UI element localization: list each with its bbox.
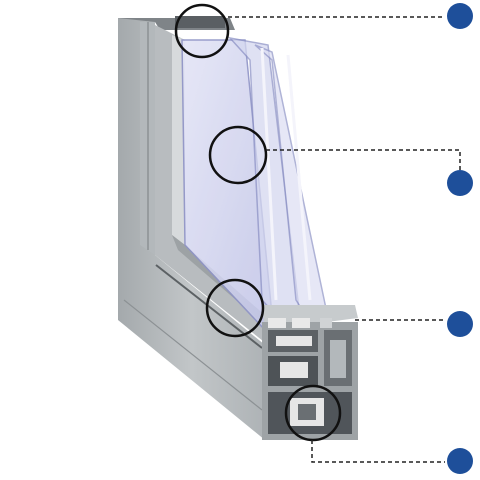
frame-top-cut-detail: [175, 16, 225, 28]
frame-groove-line: [123, 299, 263, 411]
detail-circle-chambers: [284, 384, 342, 442]
callout-markers: [447, 3, 473, 474]
detail-circle-gasket: [205, 278, 265, 338]
profile-cross-section: [262, 305, 358, 440]
glass-edge-highlight: [286, 54, 312, 301]
detail-circle-top: [174, 3, 230, 59]
blue-dot-marker[interactable]: [447, 448, 473, 474]
sash-inner-bevel: [172, 35, 185, 245]
insulation-strip: [298, 404, 316, 420]
blue-dot-marker[interactable]: [447, 3, 473, 29]
profile-chamber: [330, 340, 346, 378]
detail-circles: [174, 3, 342, 442]
gasket-seal-strip: [292, 318, 310, 328]
glass-edge-highlight: [260, 47, 278, 301]
leader-line-4: [311, 440, 445, 463]
blue-dot-marker[interactable]: [447, 311, 473, 337]
gasket-seal-strip: [268, 318, 286, 328]
leader-lines: [228, 16, 461, 463]
detail-circle-glass: [208, 125, 268, 185]
profile-chamber: [276, 336, 312, 346]
triple-glazing-panes: [181, 36, 329, 332]
gasket-seal-strip: [320, 318, 332, 328]
blue-dot-marker[interactable]: [447, 170, 473, 196]
insulation-strip: [280, 362, 308, 378]
leader-line-2: [266, 149, 461, 170]
